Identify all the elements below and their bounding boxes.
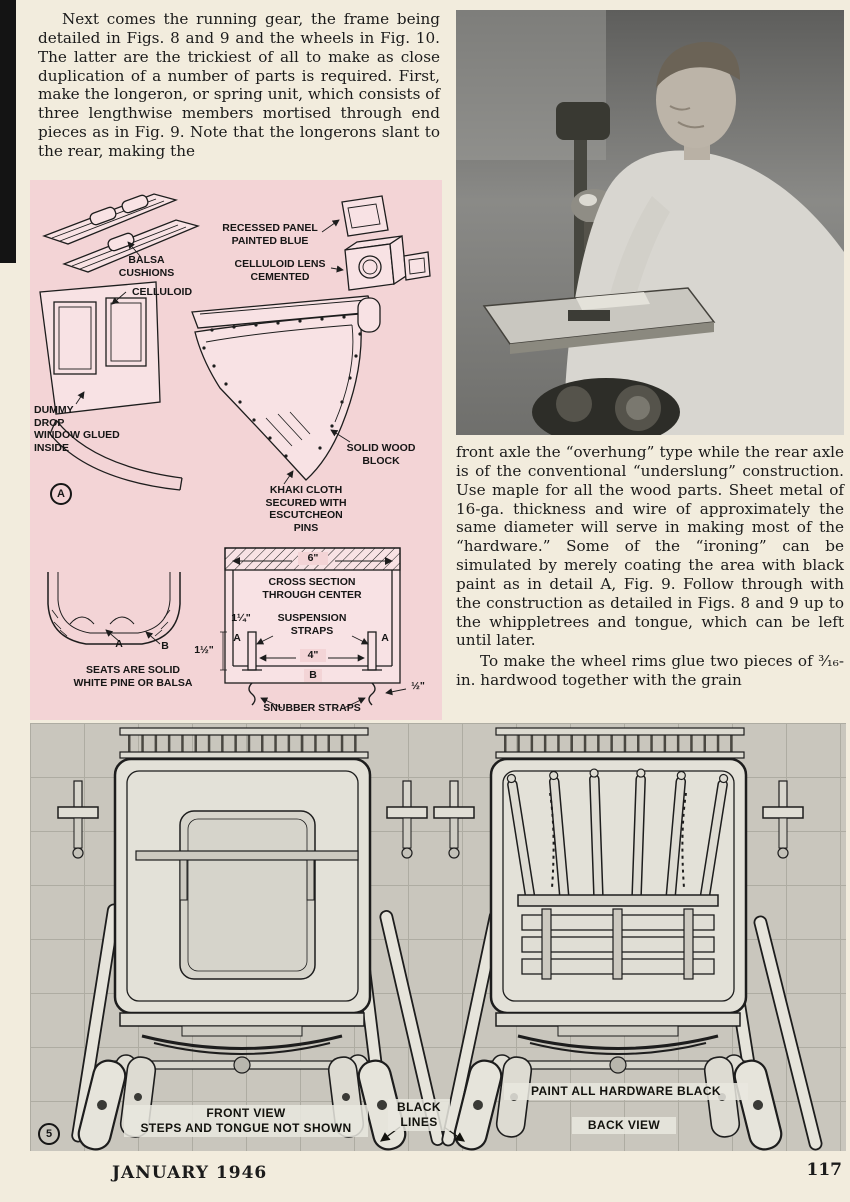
label-snubber-straps: SNUBBER STRAPS <box>263 702 361 714</box>
photo-illustration <box>456 10 844 435</box>
label-seat-b: B <box>161 640 169 652</box>
label-dim-half-in: ½" <box>411 680 425 692</box>
label-dim-1-25in: 1¼" <box>231 612 251 624</box>
label-celluloid: CELLULOID <box>131 286 193 298</box>
label-strap-a-left: A <box>233 632 241 644</box>
construction-figure-panel: FRONT VIEW STEPS AND TONGUE NOT SHOWN BL… <box>30 723 846 1151</box>
front-view-drawing <box>113 727 372 1015</box>
escutcheon-pin-dots <box>202 315 362 458</box>
figure-number-badge: 5 <box>38 1123 60 1145</box>
footer-issue-date: JANUARY 1946 <box>112 1163 268 1183</box>
label-front-view: FRONT VIEW STEPS AND TONGUE NOT SHOWN <box>124 1105 368 1137</box>
label-detail-a: A <box>50 483 72 505</box>
body-paragraph-1: front axle the “overhung” type while the… <box>456 443 844 650</box>
label-strap-a-right: A <box>381 632 389 644</box>
intro-column: Next comes the running gear, the frame b… <box>38 10 440 161</box>
seat-section-drawing <box>47 572 181 645</box>
label-dummy-window: DUMMY DROP WINDOW GLUED INSIDE <box>34 404 120 454</box>
body-paragraph-2: To make the wheel rims glue two pieces o… <box>456 652 844 690</box>
label-suspension-straps: SUSPENSION STRAPS <box>277 612 347 637</box>
label-dim-1-5in: 1½" <box>194 644 214 656</box>
label-back-view: BACK VIEW <box>572 1117 676 1134</box>
label-khaki-cloth: KHAKI CLOTH SECURED WITH ESCUTCHEON PINS <box>265 484 347 534</box>
window-piece-drawing <box>39 281 161 415</box>
label-celluloid-lens: CELLULOID LENS CEMENTED <box>234 258 326 283</box>
label-paint-hardware: PAINT ALL HARDWARE BLACK <box>504 1083 748 1100</box>
intro-paragraph: Next comes the running gear, the frame b… <box>38 10 441 160</box>
body-curve-drawing <box>49 419 183 491</box>
leader-lines <box>75 219 351 485</box>
lamp-parts-drawing <box>341 195 431 333</box>
detail-figure-panel: RECESSED PANEL PAINTED BLUE CELLULOID LE… <box>30 180 442 720</box>
label-seat-a: A <box>115 638 123 650</box>
label-dim-4in: 4" <box>300 649 326 662</box>
dash-panel-drawing <box>194 313 362 481</box>
footer-page-number: 117 <box>806 1160 843 1180</box>
body-column: front axle the “overhung” type while the… <box>456 443 844 690</box>
label-seats-caption: SEATS ARE SOLID WHITE PINE OR BALSA <box>73 664 193 689</box>
label-dim-6in: 6" <box>298 552 328 565</box>
label-black-lines: BLACK LINES <box>388 1099 450 1131</box>
construction-figure-drawing <box>57 727 824 1151</box>
label-b: B <box>304 669 322 682</box>
workshop-photo <box>456 10 844 435</box>
back-view-drawing <box>489 727 748 1015</box>
label-solid-wood-block: SOLID WOOD BLOCK <box>346 442 416 467</box>
label-balsa-cushions: BALSA CUSHIONS <box>118 254 175 279</box>
label-cross-section: CROSS SECTION THROUGH CENTER <box>262 576 362 601</box>
page-edge-bar <box>0 0 16 263</box>
label-recessed-panel: RECESSED PANEL PAINTED BLUE <box>222 222 318 247</box>
